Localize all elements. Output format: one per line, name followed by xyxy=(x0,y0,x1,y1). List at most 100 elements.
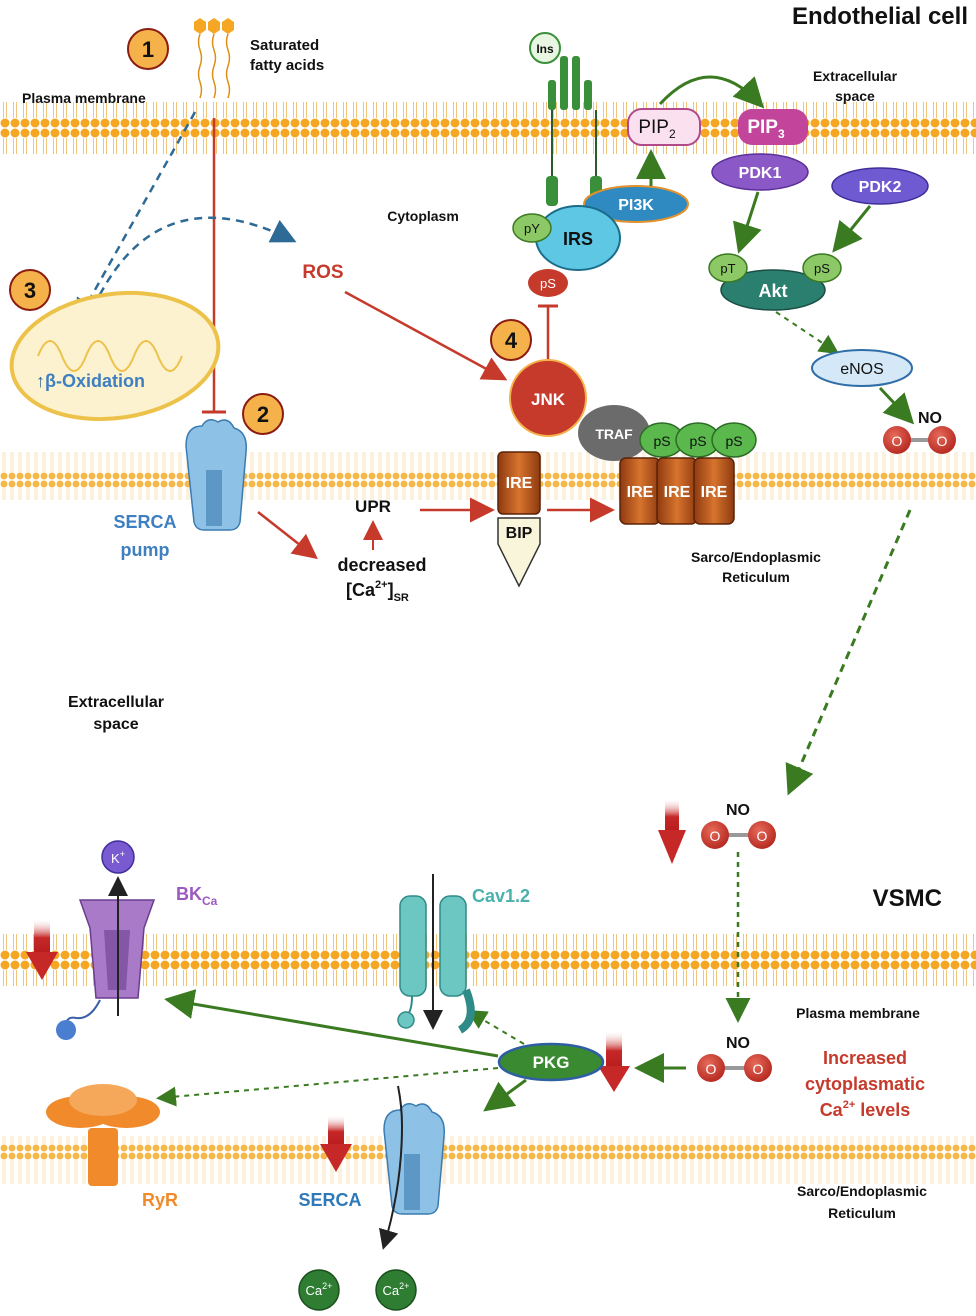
serca-pump-top-icon xyxy=(185,419,247,531)
decrease-arrow-top-right xyxy=(665,798,679,832)
pip3-subscript: 3 xyxy=(778,127,785,141)
title-endothelial-cell: Endothelial cell xyxy=(792,3,968,30)
no-bottom-o2: O xyxy=(753,1061,764,1077)
ros-jnk-arrow xyxy=(344,290,508,381)
ps-akt-phospho: pS xyxy=(802,253,842,283)
pdk1-node: PDK1 xyxy=(711,153,809,191)
step-1-label: 1 xyxy=(142,37,154,62)
ps-irs-label: pS xyxy=(540,276,556,291)
jnk-node: JNK xyxy=(509,359,587,437)
pkg-serca-arrow xyxy=(483,1078,527,1112)
step-3-label: 3 xyxy=(24,278,36,303)
pip2-pip3-arrow xyxy=(658,75,765,109)
no-top-o2: O xyxy=(937,433,948,449)
insulin-receptor-icon xyxy=(546,56,602,206)
serca-bottom-icon xyxy=(383,1103,445,1215)
ire-oligomer: IRE IRE IRE xyxy=(619,457,735,525)
decreased-label: decreased xyxy=(337,555,426,575)
serca-bottom-label: SERCA xyxy=(298,1190,361,1210)
pi3k-node: PI3K xyxy=(583,185,689,223)
ps-1-label: pS xyxy=(653,433,670,449)
pdk2-akt-arrow xyxy=(832,205,872,253)
ps-2-label: pS xyxy=(689,433,706,449)
ca-ion-1: Ca2+ xyxy=(298,1269,340,1311)
svg-text:PIP2: PIP2 xyxy=(638,117,676,141)
sr-top-label-1: Sarco/Endoplasmic xyxy=(691,549,821,565)
upr-label: UPR xyxy=(355,497,391,516)
mito-ros-dashed-arrow xyxy=(86,216,297,321)
no-mid-o1: O xyxy=(710,828,721,844)
pkg-node: PKG xyxy=(497,1042,605,1082)
svg-text:Ca2+: Ca2+ xyxy=(383,1281,410,1298)
ire-oligo-label-1: IRE xyxy=(627,484,654,501)
enos-node: eNOS xyxy=(811,349,913,387)
pip3-node: PIP3 xyxy=(738,109,808,145)
enos-label: eNOS xyxy=(840,361,884,378)
step-4-badge: 4 xyxy=(490,319,532,361)
cav12-label: Cav1.2 xyxy=(472,886,530,906)
svg-text:PIP3: PIP3 xyxy=(747,117,785,141)
ins-label: Ins xyxy=(536,42,554,56)
step-2-badge: 2 xyxy=(242,393,284,435)
pip2-node: PIP2 xyxy=(627,108,701,146)
ryr-label: RyR xyxy=(142,1190,178,1210)
sr-bottom-label-1: Sarco/Endoplasmic xyxy=(797,1183,927,1199)
pkg-label: PKG xyxy=(533,1053,570,1072)
serca-decreased-ca-arrow xyxy=(257,511,318,560)
no-top-label: NO xyxy=(918,410,942,427)
beta-oxidation-label: ↑β-Oxidation xyxy=(36,371,145,391)
increased-ca-label-2: cytoplasmatic xyxy=(805,1074,925,1094)
ca-ion-2-label: Ca xyxy=(383,1283,400,1298)
mitochondrion-icon xyxy=(9,290,221,422)
serca-pump-label-1: SERCA xyxy=(113,512,176,532)
decrease-arrow-serca-head xyxy=(320,1144,352,1172)
pdk1-label: PDK1 xyxy=(739,165,782,182)
plasma-membrane-top-label: Plasma membrane xyxy=(22,90,146,106)
traf-label: TRAF xyxy=(595,426,633,442)
k-plus-label: K xyxy=(111,851,120,866)
increased-ca-label-1: Increased xyxy=(823,1048,907,1068)
fatty-acid-mito-dashed-arrow xyxy=(75,111,197,325)
ire-oligo-label-2: IRE xyxy=(664,484,691,501)
pt-label: pT xyxy=(720,261,735,276)
extracellular-mid-label-1: Extracellular xyxy=(68,694,164,711)
cytoplasm-label: Cytoplasm xyxy=(387,208,459,224)
k-plus-sup: + xyxy=(120,849,125,859)
decrease-arrow-pkg xyxy=(606,1030,622,1068)
akt-label: Akt xyxy=(758,281,787,301)
ps-phospho-2: pS xyxy=(675,422,721,458)
svg-text:K+: K+ xyxy=(111,849,125,866)
ca-ion-1-label: Ca xyxy=(306,1283,323,1298)
ps-phospho-1: pS xyxy=(639,422,685,458)
sr-membrane-endothelial xyxy=(0,452,976,500)
ryr-channel-icon xyxy=(46,1084,160,1186)
step-3-badge: 3 xyxy=(9,269,51,311)
k-plus-ion: K+ xyxy=(101,840,135,874)
ca-ion-2-sup: 2+ xyxy=(399,1281,409,1291)
svg-text:Ca2+: Ca2+ xyxy=(306,1281,333,1298)
pdk2-node: PDK2 xyxy=(831,167,929,205)
no-top-o1: O xyxy=(892,433,903,449)
plasma-membrane-vsmc xyxy=(0,932,976,996)
akt-node: Akt xyxy=(720,269,826,311)
sr-membrane-vsmc xyxy=(0,1136,976,1184)
saturated-fatty-acids-icon xyxy=(194,18,234,99)
pdk2-label: PDK2 xyxy=(859,179,902,196)
pkg-ryr-dashed-arrow xyxy=(156,1067,499,1107)
serca-pump-label-2: pump xyxy=(121,540,170,560)
pip3-label: PIP xyxy=(747,117,778,138)
saturated-fatty-acids-label-2: fatty acids xyxy=(250,57,324,74)
no-bottom-label: NO xyxy=(726,1035,750,1052)
bkca-label: BKCa xyxy=(176,884,218,908)
serca-ca-uptake-arrow xyxy=(379,1085,404,1250)
sr-bottom-label-2: Reticulum xyxy=(828,1205,896,1221)
no-diffusion-dashed-arrow xyxy=(785,509,912,796)
increased-ca-label-3: Ca2+ levels xyxy=(820,1099,911,1120)
ire-bip-complex: IRE BIP xyxy=(497,451,541,588)
extracellular-top-label-2: space xyxy=(835,88,875,104)
pkg-bkca-arrow xyxy=(164,989,499,1058)
sr-top-label-2: Reticulum xyxy=(722,569,790,585)
extracellular-top-label-1: Extracellular xyxy=(813,68,898,84)
no-mid-o2: O xyxy=(757,828,768,844)
